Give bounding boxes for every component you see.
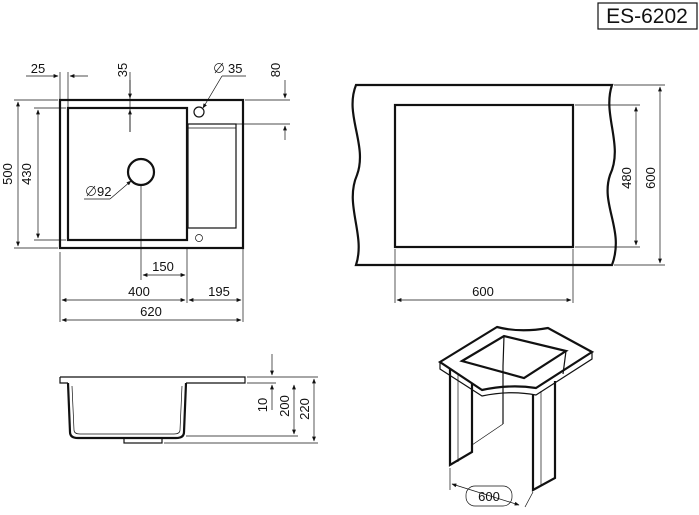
- dim-480: 480: [619, 167, 634, 189]
- dim-80: 80: [268, 63, 283, 77]
- dim-400: 400: [128, 284, 150, 299]
- overflow-hole: [195, 234, 203, 242]
- cabinet-left-panel: [448, 369, 474, 467]
- top-view: 25 35 35 80 500 430 92 150 400: [0, 61, 290, 322]
- cabinet-view: 600: [437, 325, 595, 508]
- dim-drain-diameter: 92: [97, 184, 111, 199]
- sink-bowl-outline: [66, 106, 189, 242]
- dim-195: 195: [208, 284, 230, 299]
- side-view: 10 200 220: [59, 354, 318, 444]
- drainboard-outline: [187, 123, 237, 229]
- dim-hole-diameter: 35: [228, 61, 242, 76]
- dim-430: 430: [19, 163, 34, 185]
- dim-600-right: 600: [643, 167, 658, 189]
- cabinet-right-panel: [531, 381, 557, 492]
- side-bowl: [66, 382, 188, 440]
- dim-620: 620: [140, 304, 162, 319]
- dim-220: 220: [297, 398, 312, 420]
- sink-outer-outline: [58, 98, 245, 250]
- side-drain: [123, 437, 163, 444]
- dim-10: 10: [255, 398, 270, 412]
- cabinet-opening: [459, 334, 569, 380]
- dim-600-bottom: 600: [472, 284, 494, 299]
- tap-hole: [193, 106, 205, 118]
- dim-25: 25: [31, 61, 45, 76]
- side-rim: [59, 376, 246, 384]
- cutout-view: 480 600 600: [351, 83, 665, 303]
- countertop-outline: [351, 83, 617, 267]
- dim-35: 35: [115, 63, 130, 77]
- cabinet-countertop: [437, 325, 595, 392]
- dim-600-cabinet: 600: [478, 489, 500, 504]
- model-code: ES-6202: [606, 5, 688, 28]
- cutout-opening: [393, 103, 575, 249]
- dim-150: 150: [152, 259, 174, 274]
- dim-500: 500: [0, 163, 15, 185]
- model-code-box: ES-6202: [597, 2, 698, 30]
- dim-200: 200: [277, 395, 292, 417]
- drain-hole: [126, 157, 156, 187]
